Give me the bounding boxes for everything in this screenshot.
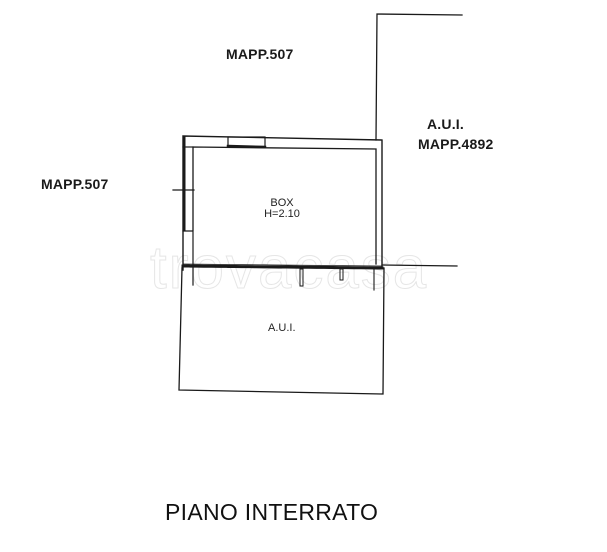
label-mapp-left: MAPP.507 <box>41 176 109 192</box>
plan-title: PIANO INTERRATO <box>165 499 379 525</box>
label-aui-right: A.U.I. <box>427 116 464 132</box>
label-aui-bottom: A.U.I. <box>268 322 296 334</box>
boundary-line-top-right <box>375 13 463 141</box>
box-inner-wall <box>192 146 377 265</box>
pillar-1 <box>299 268 304 287</box>
label-mapp-top: MAPP.507 <box>226 46 294 62</box>
pillar-2 <box>339 268 344 281</box>
garage-door <box>181 264 384 270</box>
label-box-height: H=2.10 <box>264 208 300 220</box>
aui-area-outline <box>178 267 385 395</box>
label-box: BOX <box>270 197 294 209</box>
boundary-line-right <box>381 264 458 267</box>
label-mapp-4892: MAPP.4892 <box>418 136 494 152</box>
